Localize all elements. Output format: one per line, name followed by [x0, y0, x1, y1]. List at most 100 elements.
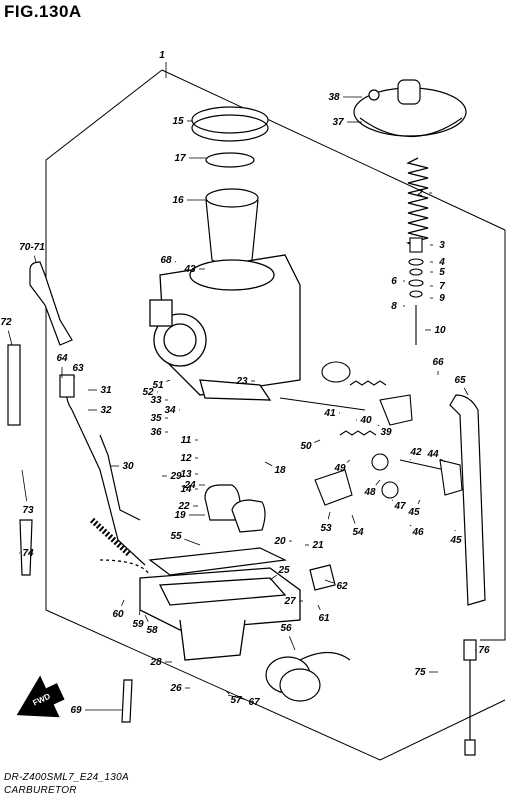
- callout-41: 41: [323, 408, 340, 419]
- callout-49: 49: [333, 460, 350, 474]
- leader-line: [22, 470, 27, 501]
- callout-24: 24: [183, 480, 205, 491]
- callout-label: 15: [172, 116, 184, 127]
- callout-label: 37: [332, 117, 344, 128]
- callout-label: 54: [352, 527, 364, 538]
- leader-line: [378, 425, 379, 426]
- callout-label: 48: [363, 487, 376, 498]
- callout-26: 26: [169, 683, 190, 694]
- callout-72: 72: [0, 317, 12, 345]
- callout-label: 7: [439, 281, 445, 292]
- float-parts: [150, 485, 285, 575]
- leader-line: [318, 605, 320, 610]
- leader-line: [145, 615, 148, 622]
- callout-label: 42: [409, 447, 422, 458]
- leader-line: [352, 515, 355, 524]
- top-cover-part: [354, 80, 466, 137]
- callout-label: 38: [328, 92, 340, 103]
- callout-label: 23: [235, 376, 248, 387]
- forward-arrow: FWD: [6, 670, 71, 733]
- callout-68: 68: [160, 255, 176, 266]
- callout-label: 67: [248, 697, 260, 708]
- callout-label: 24: [183, 480, 196, 491]
- assembly-frame: [46, 70, 505, 760]
- drawing-code: DR-Z400SML7_E24_130A: [4, 772, 129, 783]
- callout-label: 61: [318, 613, 330, 624]
- callout-36: 36: [150, 427, 168, 438]
- callout-label: 45: [449, 535, 462, 546]
- leader-line: [265, 462, 272, 466]
- callout-label: 56: [280, 623, 292, 634]
- callout-9: 9: [430, 293, 445, 304]
- leader-line: [122, 600, 124, 606]
- callout-38: 38: [328, 92, 362, 103]
- leader-line: [184, 539, 200, 545]
- callout-label: 40: [359, 415, 372, 426]
- callout-label: 72: [0, 317, 12, 328]
- callout-22: 22: [177, 501, 198, 512]
- callout-34: 34: [164, 405, 180, 416]
- figure-title: FIG.130A: [4, 2, 82, 22]
- leader-line: [314, 440, 320, 442]
- callout-label: 29: [169, 471, 182, 482]
- callout-label: 46: [411, 527, 424, 538]
- callout-21: 21: [305, 540, 324, 551]
- callout-59: 59: [132, 610, 144, 630]
- callout-12: 12: [180, 453, 198, 464]
- callout-label: 52: [142, 387, 154, 398]
- callout-55: 55: [170, 531, 200, 545]
- callout-label: 1: [159, 50, 165, 61]
- callout-53: 53: [320, 512, 332, 534]
- callout-label: 5: [439, 267, 445, 278]
- callout-label: 32: [100, 405, 112, 416]
- callout-label: 51: [152, 380, 164, 391]
- right-side-parts: [280, 362, 462, 505]
- callout-76: 76: [475, 645, 490, 656]
- callout-label: 3: [439, 240, 445, 251]
- leader-line: [464, 388, 468, 395]
- callout-label: 64: [56, 353, 68, 364]
- callout-label: 69: [70, 705, 82, 716]
- callout-label: 63: [72, 363, 84, 374]
- callout-label: 44: [426, 449, 439, 460]
- needle-parts: [409, 238, 423, 345]
- callout-3: 3: [430, 240, 445, 251]
- callout-51: 51: [152, 380, 170, 391]
- leader-line: [328, 512, 330, 519]
- leader-line: [376, 480, 380, 485]
- callout-46: 46: [410, 525, 424, 538]
- callout-54: 54: [352, 515, 364, 538]
- callout-30: 30: [110, 461, 134, 472]
- callout-label: 8: [391, 301, 397, 312]
- callout-label: 47: [393, 501, 406, 512]
- callout-label: 76: [478, 645, 490, 656]
- leader-line: [410, 525, 411, 526]
- callout-label: 22: [177, 501, 190, 512]
- callout-label: 12: [180, 453, 192, 464]
- callout-label: 16: [172, 195, 184, 206]
- callout-label: 75: [414, 667, 426, 678]
- callout-11: 11: [181, 435, 198, 446]
- callout-31: 31: [88, 385, 112, 396]
- callout-label: 35: [150, 413, 162, 424]
- callout-13: 13: [180, 469, 198, 480]
- callout-label: 62: [336, 581, 348, 592]
- leader-line: [139, 610, 140, 615]
- callout-label: 6: [391, 276, 397, 287]
- callout-label: 13: [180, 469, 192, 480]
- throttle-slide-parts: [192, 107, 268, 265]
- callout-label: 10: [434, 325, 446, 336]
- callout-label: 45: [407, 507, 420, 518]
- callout-10: 10: [425, 325, 446, 336]
- callout-66: 66: [432, 357, 444, 375]
- callout-69: 69: [70, 705, 122, 716]
- leader-line: [418, 500, 420, 504]
- callout-label: 53: [320, 523, 332, 534]
- callout-42: 42: [409, 447, 422, 460]
- callout-39: 39: [378, 425, 392, 438]
- callout-label: 21: [311, 540, 324, 551]
- callout-75: 75: [414, 667, 438, 678]
- leader-line: [410, 459, 411, 460]
